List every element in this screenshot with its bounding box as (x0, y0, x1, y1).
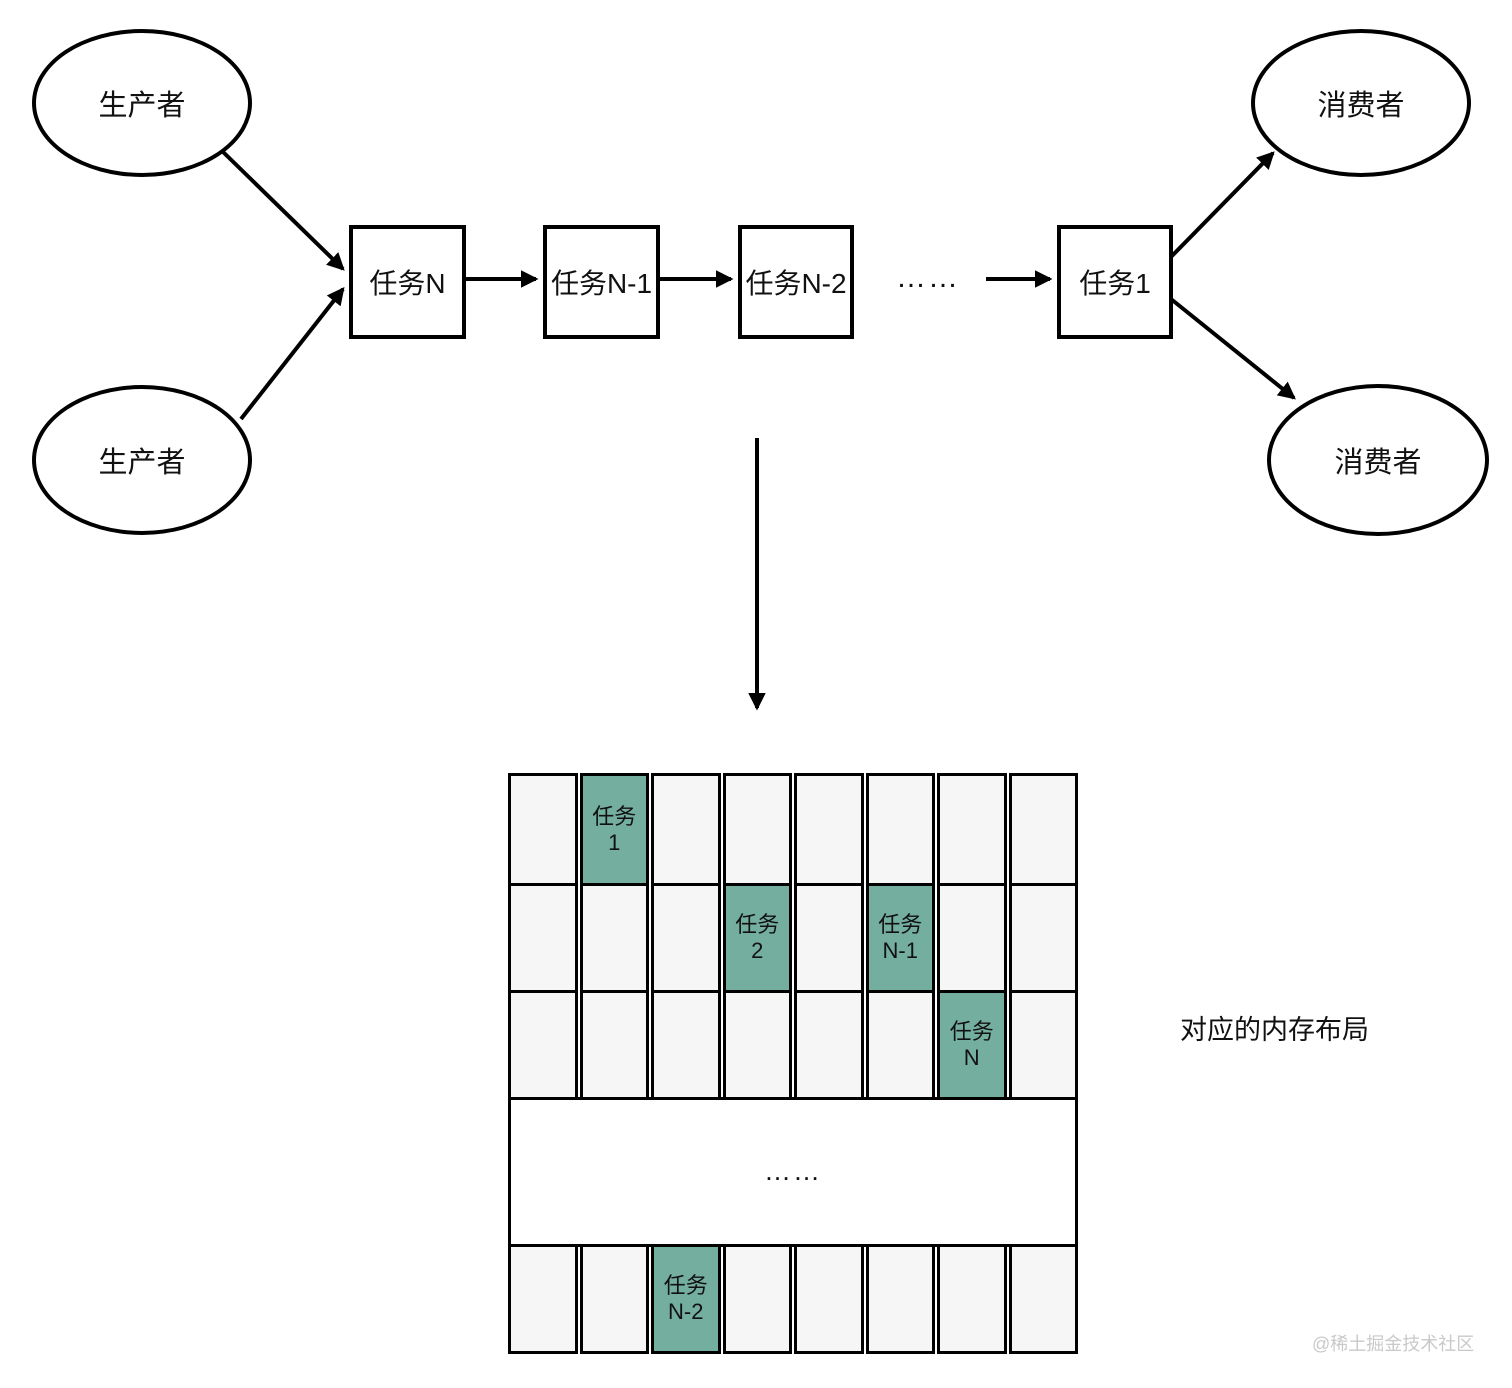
memory-cell (579, 883, 649, 993)
memory-layout-caption: 对应的内存布局 (1180, 1015, 1369, 1045)
memory-ellipsis-cell: …… (508, 1097, 1078, 1247)
memory-cell (1008, 990, 1078, 1100)
memory-cell (1008, 1244, 1078, 1354)
chain-ellipsis: …… (896, 261, 960, 294)
memory-cell (508, 773, 578, 886)
memory-cell-task-N-1: 任务 N-1 (865, 883, 935, 993)
memory-cell (865, 773, 935, 886)
memory-cell-task-1: 任务 1 (579, 773, 649, 886)
arrow-task1-to-consumer-top (1164, 151, 1275, 264)
memory-cell (865, 990, 935, 1100)
memory-row-1: 任务 1 (508, 773, 1078, 886)
memory-cell (794, 1244, 864, 1354)
arrow-producer-bottom-to-taskN (239, 287, 345, 421)
memory-cell (937, 883, 1007, 993)
memory-cell (651, 773, 721, 886)
task-box-N-2: 任务N-2 (738, 225, 854, 339)
memory-cell (579, 990, 649, 1100)
producer-ellipse-bottom: 生产者 (32, 385, 252, 535)
consumer-ellipse-top: 消费者 (1251, 29, 1471, 177)
memory-cell (722, 1244, 792, 1354)
memory-cell (794, 773, 864, 886)
memory-cell (651, 990, 721, 1100)
memory-grid: 任务 1 任务 2 任务 N-1 任务 N (508, 773, 1078, 1354)
memory-cell (508, 883, 578, 993)
memory-cell-task-N-2: 任务 N-2 (651, 1244, 721, 1354)
consumer-ellipse-bottom: 消费者 (1267, 384, 1489, 536)
memory-cell (865, 1244, 935, 1354)
memory-cell (937, 773, 1007, 886)
memory-cell (1008, 883, 1078, 993)
memory-cell (508, 990, 578, 1100)
memory-cell (937, 1244, 1007, 1354)
memory-cell (794, 883, 864, 993)
memory-cell (1008, 773, 1078, 886)
watermark: @稀土掘金技术社区 (1312, 1334, 1475, 1354)
task-box-N: 任务N (349, 225, 466, 339)
arrow-task1-to-consumer-bottom (1164, 293, 1296, 400)
memory-row-3: 任务 N (508, 990, 1078, 1100)
memory-row-5: 任务 N-2 (508, 1244, 1078, 1354)
task-box-1: 任务1 (1057, 225, 1173, 339)
memory-cell (722, 990, 792, 1100)
memory-cell (579, 1244, 649, 1354)
memory-cell (508, 1244, 578, 1354)
task-box-N-1: 任务N-1 (543, 225, 660, 339)
memory-cell-task-2: 任务 2 (722, 883, 792, 993)
arrow-producer-top-to-taskN (217, 146, 345, 271)
memory-cell (722, 773, 792, 886)
producer-ellipse-top: 生产者 (32, 29, 252, 177)
memory-cell-task-N: 任务 N (937, 990, 1007, 1100)
memory-row-ellipsis: …… (508, 1097, 1078, 1247)
memory-cell (794, 990, 864, 1100)
memory-row-2: 任务 2 任务 N-1 (508, 883, 1078, 993)
memory-cell (651, 883, 721, 993)
